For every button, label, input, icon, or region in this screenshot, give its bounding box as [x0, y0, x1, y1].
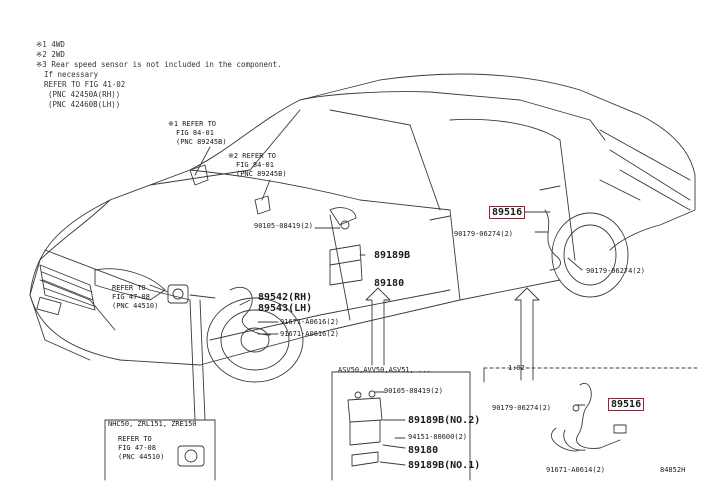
car-body-outline	[29, 73, 696, 366]
detail-box-applicability: ASV50,AVV50,ASV51, ...	[338, 366, 431, 374]
part-90179-b: 90179-06274(2)	[586, 267, 646, 275]
bracket-drawing	[347, 390, 406, 467]
part-89180: 89180	[374, 278, 405, 289]
figure-number: 84852H	[660, 466, 686, 474]
part-90179-a: 90179-06274(2)	[454, 230, 514, 238]
part-91671-b: 91671-A0616(2)	[280, 330, 340, 338]
ref2-line2: FIG 84-01	[236, 161, 274, 169]
note-refer-fig: REFER TO FIG 41-02	[44, 80, 126, 89]
sensor-drawing-detail	[177, 445, 205, 467]
part-89516-highlighted-box[interactable]: 89516	[608, 398, 645, 411]
wire-harness-rear	[544, 209, 561, 271]
bracket-89180	[329, 244, 363, 286]
front-grille	[39, 264, 96, 311]
pointer-arrows	[365, 287, 540, 381]
leader-lines	[149, 146, 583, 421]
note-pnc-lh: (PNC 42460B(LH))	[48, 100, 121, 109]
note-2wd: ※2 2WD	[36, 50, 65, 59]
license-plate	[36, 296, 62, 316]
note-pnc-rh: (PNC 42450A(RH))	[48, 90, 121, 99]
part-89189b-no2: 89189B(NO.2)	[408, 415, 481, 426]
ref1-line2: FIG 84-01	[176, 129, 214, 137]
door-handle-front	[429, 215, 451, 221]
detail-box-model	[104, 419, 216, 481]
part-90179-c: 90179-06274(2)	[492, 404, 552, 412]
part-90105-box: 90105-08419(2)	[384, 387, 444, 395]
part-91671-c: 91671-A0614(2)	[546, 466, 606, 474]
ref1-line3: (PNC 89245B)	[176, 138, 227, 146]
part-89516-highlighted-top[interactable]: 89516	[489, 206, 526, 219]
ref4-line2: FIG 47-08	[118, 444, 156, 452]
wire-harness-detail	[550, 382, 627, 452]
ref3-line1: REFER TO	[112, 284, 146, 292]
part-91671-a: 91671-A0616(2)	[280, 318, 340, 326]
model-applicability: NHC50, ZRL151, ZRE150	[108, 420, 197, 428]
part-89180-box: 89180	[408, 445, 439, 456]
side-mirror	[329, 207, 357, 226]
ref3-line3: (PNC 44510)	[112, 302, 159, 310]
ref1-line1: ※1 REFER TO	[168, 120, 217, 128]
note-if-necessary: If necessary	[44, 70, 99, 79]
ref3-line2: FIG 47-08	[112, 293, 150, 301]
detail-box-bracket	[331, 371, 471, 481]
scale-label: 1:02	[508, 364, 525, 372]
part-89542-rh: 89542(RH)	[258, 292, 313, 303]
part-89189b: 89189B	[374, 250, 411, 261]
headlight	[94, 268, 166, 301]
sensor-part-upper-2	[254, 195, 271, 215]
note-4wd: ※1 4WD	[36, 40, 65, 49]
note-rear-speed-sensor: ※3 Rear speed sensor is not included in …	[36, 60, 282, 69]
ref4-line3: (PNC 44510)	[118, 453, 165, 461]
part-94151: 94151-80600(2)	[408, 433, 468, 441]
part-89543-lh: 89543(LH)	[258, 303, 313, 314]
front-wheel	[206, 297, 304, 383]
detail-box-scale	[483, 367, 701, 383]
ref2-line1: ※2 REFER TO	[228, 152, 277, 160]
sensor-part-upper	[189, 164, 209, 186]
part-90105-top: 90105-08419(2)	[254, 222, 314, 230]
sensor-part-front	[167, 284, 189, 304]
ref2-line3: (PNC 89245B)	[236, 170, 287, 178]
ref4-line1: REFER TO	[118, 435, 152, 443]
wire-harness-front	[229, 286, 271, 336]
door-handle-rear	[539, 185, 561, 191]
part-89189b-no1: 89189B(NO.1)	[408, 460, 481, 471]
rear-wheel	[551, 212, 629, 298]
